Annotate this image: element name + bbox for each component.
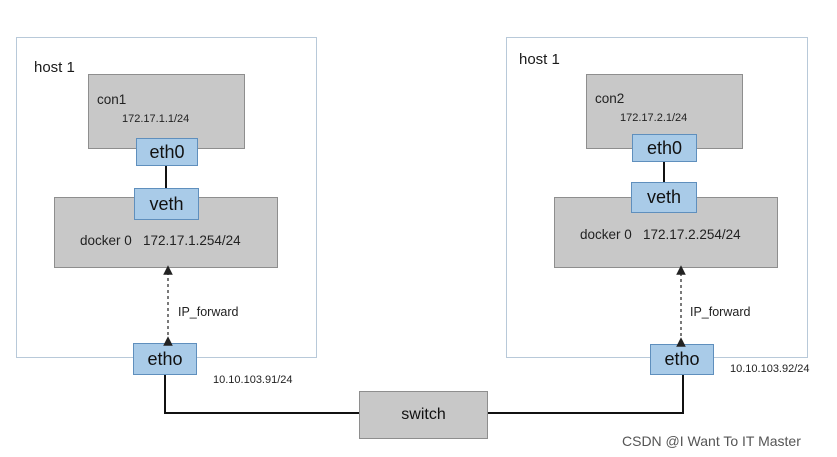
container-right-name: con2 [595, 91, 625, 106]
nic-right-ip: 10.10.103.92/24 [730, 363, 810, 375]
wire-right-horizontal [487, 412, 684, 414]
switch-box: switch [359, 391, 488, 439]
eth0-right: eth0 [632, 134, 697, 162]
host-right-label: host 1 [519, 51, 560, 68]
wire-left-down [164, 375, 166, 414]
docker-bridge-left-label: docker 0 172.17.1.254/24 [80, 233, 241, 248]
wire-left-horizontal [164, 412, 360, 414]
wire-left-eth0-veth [165, 166, 167, 188]
container-left-ip: 172.17.1.1/24 [122, 113, 190, 125]
watermark: CSDN @I Want To IT Master [622, 433, 801, 449]
wire-right-down [682, 375, 684, 414]
host-left-label: host 1 [34, 59, 75, 76]
nic-right: etho [650, 344, 714, 375]
wire-right-eth0-veth [663, 162, 665, 182]
container-right-ip: 172.17.2.1/24 [620, 112, 688, 124]
container-left-box [88, 74, 245, 149]
veth-left: veth [134, 188, 199, 220]
ip-forward-left-label: IP_forward [178, 305, 239, 319]
eth0-left: eth0 [136, 138, 198, 166]
ip-forward-right-label: IP_forward [690, 305, 751, 319]
docker-bridge-right-label: docker 0 172.17.2.254/24 [580, 227, 741, 242]
container-left-name: con1 [97, 92, 127, 107]
nic-left-ip: 10.10.103.91/24 [213, 374, 293, 386]
veth-right: veth [631, 182, 697, 213]
